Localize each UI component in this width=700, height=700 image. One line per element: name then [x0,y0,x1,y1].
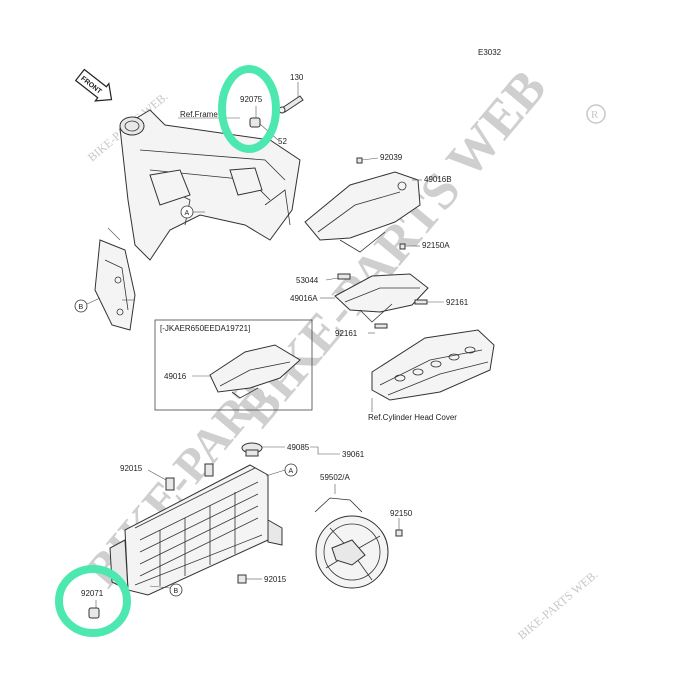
svg-text:A: A [185,210,190,217]
cylinder-head-cover: Ref.Cylinder Head Cover [368,329,495,422]
part-49085-label: 49085 [287,443,310,452]
part-53044-label: 53044 [296,276,319,285]
highlight-circle-92071 [55,565,131,637]
part-92150A-label: 92150A [422,241,450,250]
marker-b-frame: B [74,297,101,313]
svg-text:B: B [174,588,179,595]
bolt-130: 130 [278,73,304,114]
heat-shield-49016B: 92039 49016B [304,153,452,253]
copyright-icon [586,104,606,124]
part-49016B-label: 49016B [424,175,452,184]
part-39061-label: 39061 [342,450,365,459]
ref-cylinder-head-cover-label: Ref.Cylinder Head Cover [368,413,457,422]
grommet-92071: 92071 [81,589,104,619]
radiator: 92015 92015 [109,463,287,596]
ref-frame-label: Ref.Frame [180,110,218,119]
frame-assembly: Ref.Frame [94,109,301,331]
variant-box-label: [-JKAER650EEDA19721] [160,324,250,333]
cooling-fan: 59502/A 92150 [314,473,413,589]
part-92075-label: 92075 [240,95,263,104]
diagram-id: E3032 [478,48,502,57]
svg-text:A: A [289,468,294,475]
radiator-cap: 49085 39061 [241,442,365,459]
part-52-label: 52 [278,137,287,146]
part-92071-label: 92071 [81,589,104,598]
collar-52: 52 [249,117,287,146]
highlight-circle-92075 [218,65,280,153]
part-92161-label-b: 92161 [335,329,358,338]
svg-text:B: B [79,304,84,311]
part-49016A-label: 49016A [290,294,318,303]
front-arrow-icon: FRONT [74,68,113,102]
part-92161-label-a: 92161 [446,298,469,307]
part-49016-label: 49016 [164,372,187,381]
part-92015-label-b: 92015 [264,575,287,584]
part-59502A-label: 59502/A [320,473,350,482]
marker-a-frame: A [180,205,205,219]
heat-shield-49016A: 92150A 53044 49016A 92161 92161 [290,241,469,338]
svg-text:R: R [591,109,599,121]
marker-a-radiator: A [265,463,298,477]
part-92039-label: 92039 [380,153,403,162]
part-92150-label: 92150 [390,509,413,518]
part-92015-label-a: 92015 [120,464,143,473]
watermark-small-2: BIKE-PARTS WEB. [515,567,601,642]
marker-b-radiator: B [149,583,183,597]
part-130-label: 130 [290,73,304,82]
variant-box: [-JKAER650EEDA19721] 49016 [154,319,313,411]
